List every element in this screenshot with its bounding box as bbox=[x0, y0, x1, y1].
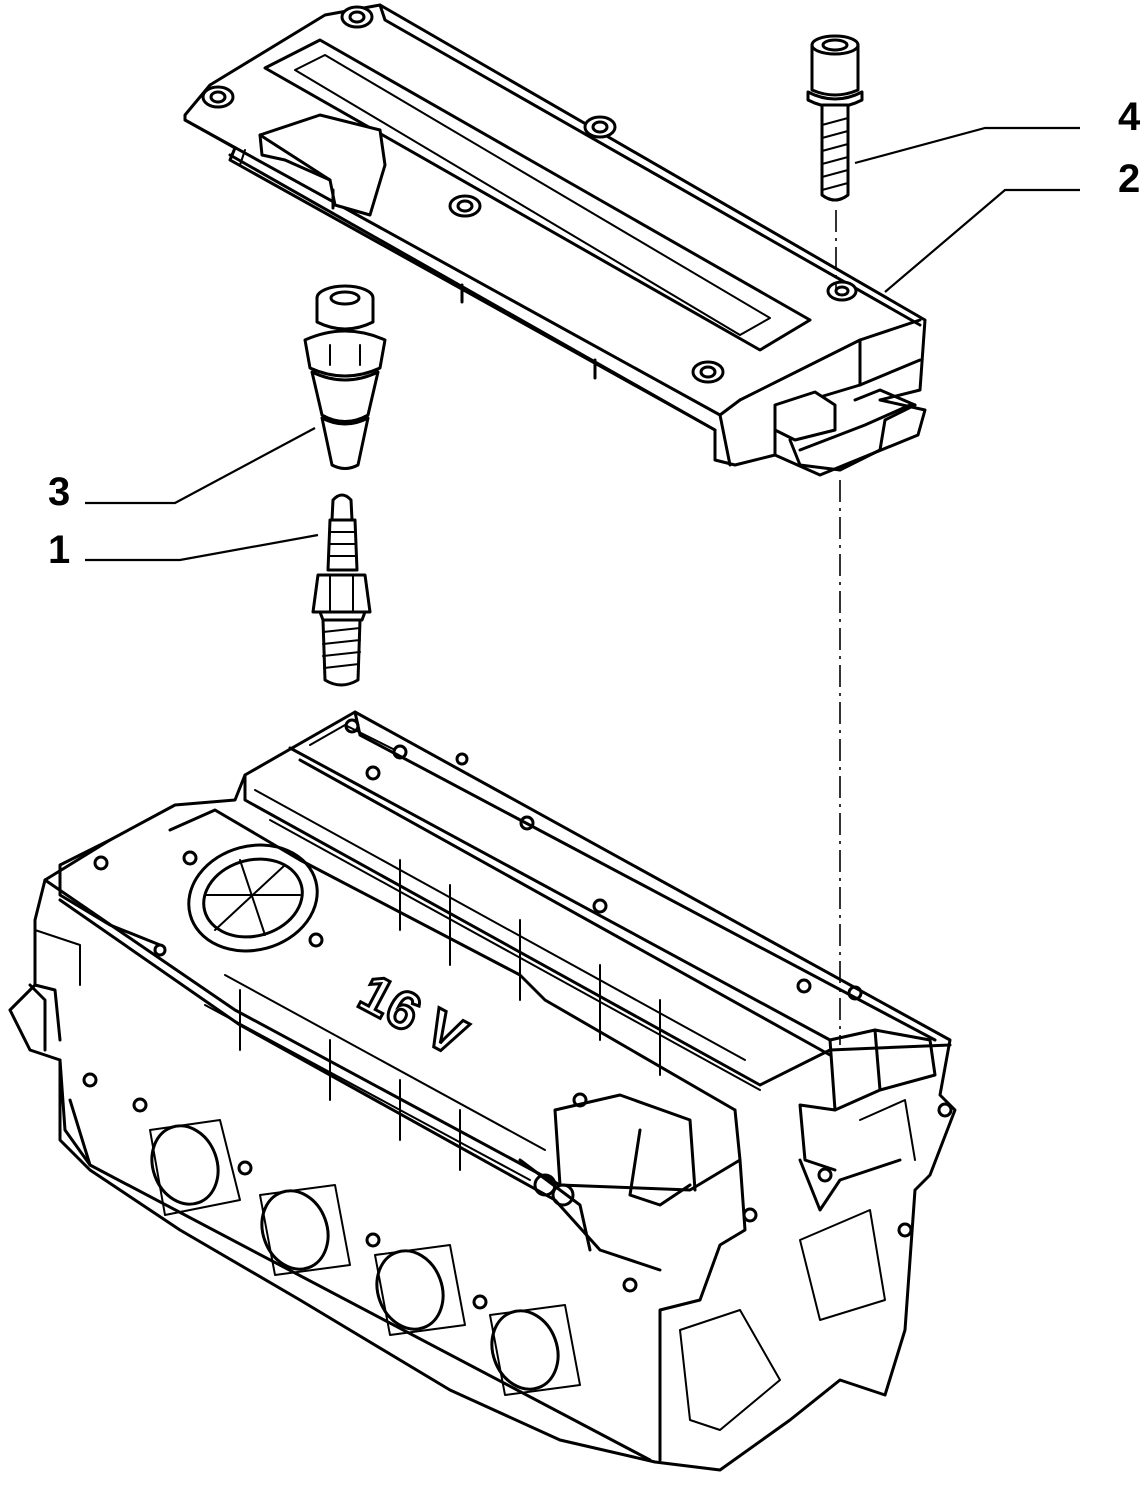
callout-2: 2 bbox=[1118, 157, 1140, 201]
ignition-coil-boot bbox=[303, 284, 387, 470]
callout-1: 1 bbox=[48, 528, 70, 572]
assembly-centerlines bbox=[835, 210, 841, 1045]
ignition-cover bbox=[183, 3, 927, 477]
cover-screw bbox=[806, 34, 864, 202]
callout-4: 4 bbox=[1118, 95, 1141, 139]
cylinder-head-assembly: 16 V bbox=[8, 710, 957, 1472]
spark-plug bbox=[311, 493, 372, 687]
leader-lines bbox=[85, 126, 1080, 562]
callout-3: 3 bbox=[48, 470, 70, 514]
